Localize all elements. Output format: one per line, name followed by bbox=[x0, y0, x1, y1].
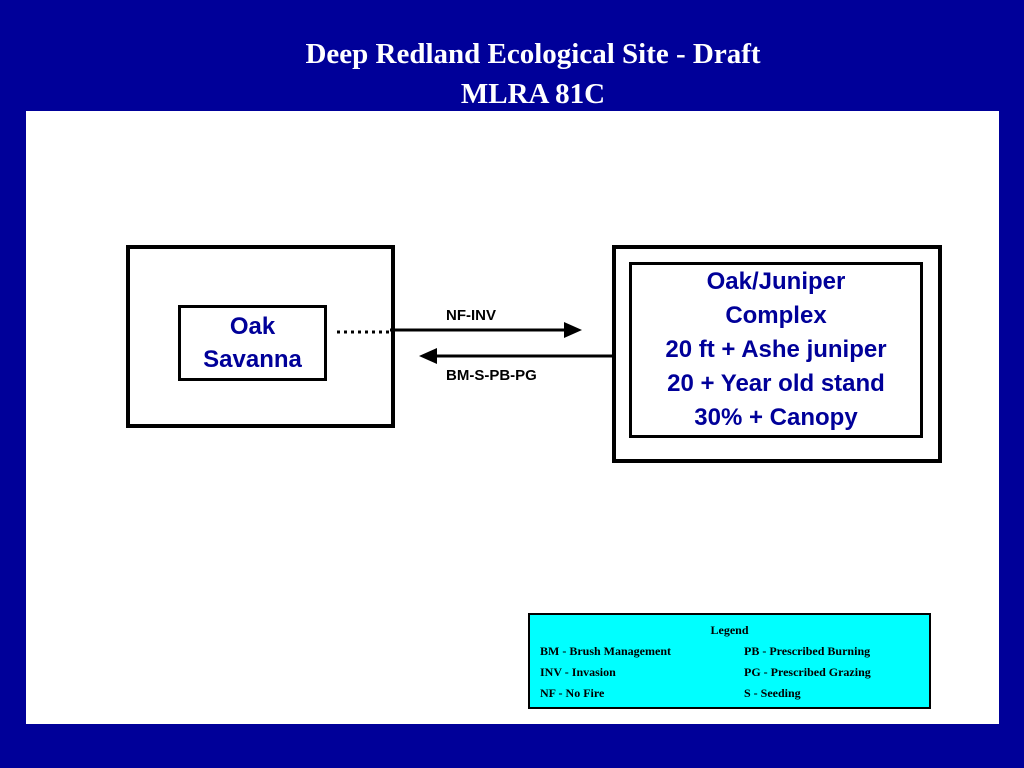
state-right-line-2: Complex bbox=[725, 302, 827, 329]
transition-arrows bbox=[337, 322, 612, 364]
state-right-line-4: 20 + Year old stand bbox=[667, 370, 885, 397]
legend-item-s: S - Seeding bbox=[744, 686, 801, 700]
forward-arrow-head bbox=[564, 322, 582, 338]
state-right-line-1: Oak/Juniper bbox=[706, 268, 846, 295]
legend-item-pg: PG - Prescribed Grazing bbox=[744, 665, 871, 679]
transition-label-forward: NF-INV bbox=[446, 307, 496, 324]
legend-item-nf: NF - No Fire bbox=[540, 686, 605, 700]
state-right-line-3: 20 ft + Ashe juniper bbox=[665, 336, 887, 363]
backward-arrow-head bbox=[419, 348, 437, 364]
diagram-canvas: Oak Savanna Oak/Juniper Complex 20 ft + … bbox=[26, 111, 999, 724]
state-oak-savanna-line-1: Oak bbox=[229, 313, 276, 340]
state-oak-juniper-complex: Oak/Juniper Complex 20 ft + Ashe juniper… bbox=[629, 262, 923, 438]
legend-item-bm: BM - Brush Management bbox=[540, 644, 671, 658]
legend-title: Legend bbox=[710, 623, 749, 637]
diagram-title: Deep Redland Ecological Site - Draft MLR… bbox=[0, 34, 1024, 114]
transition-label-backward: BM-S-PB-PG bbox=[446, 367, 537, 384]
state-oak-savanna: Oak Savanna bbox=[178, 305, 327, 381]
state-right-line-5: 30% + Canopy bbox=[694, 404, 858, 431]
legend-box: Legend BM - Brush Management PB - Prescr… bbox=[528, 613, 931, 709]
state-oak-savanna-line-2: Savanna bbox=[203, 346, 302, 373]
title-line-2: MLRA 81C bbox=[460, 78, 606, 110]
legend-item-pb: PB - Prescribed Burning bbox=[744, 644, 871, 658]
title-line-1: Deep Redland Ecological Site - Draft bbox=[305, 38, 761, 70]
legend-item-inv: INV - Invasion bbox=[540, 665, 616, 679]
